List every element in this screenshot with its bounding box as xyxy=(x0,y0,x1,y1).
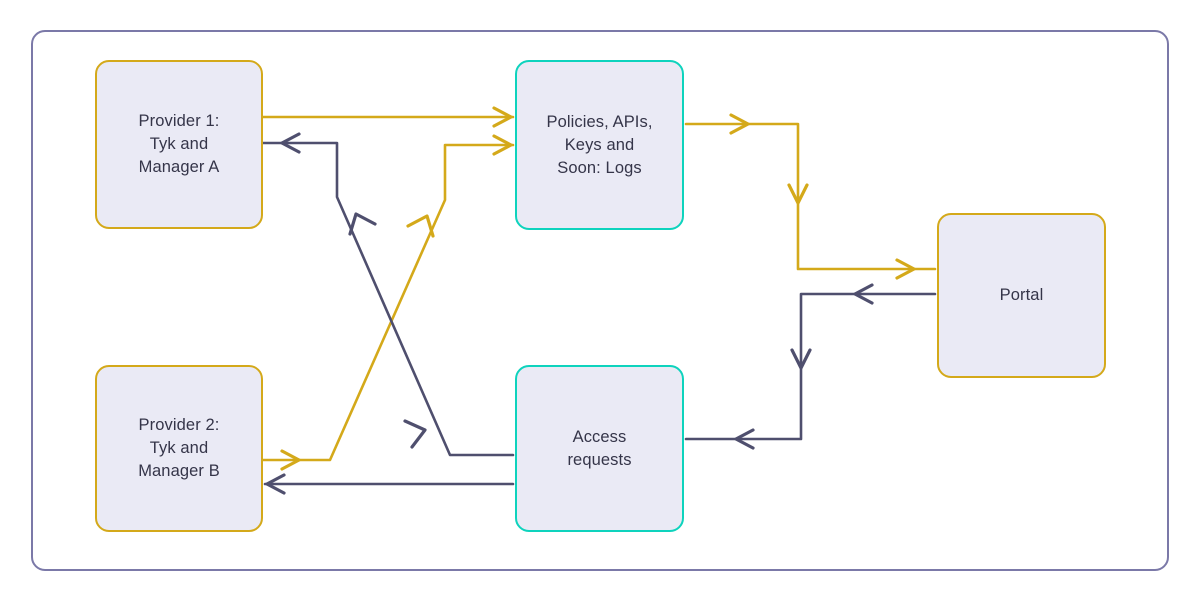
node-access-requests[interactable]: Access requests xyxy=(515,365,684,532)
edge-provider2-to-policies xyxy=(261,134,515,471)
edge-portal-to-access-requests xyxy=(684,283,937,450)
node-policies-apis-keys-logs[interactable]: Policies, APIs, Keys and Soon: Logs xyxy=(515,60,684,230)
edge-policies-to-portal xyxy=(684,113,937,280)
edge-provider1-to-policies xyxy=(261,106,515,128)
node-portal[interactable]: Portal xyxy=(937,213,1106,378)
node-portal-label: Portal xyxy=(999,286,1044,304)
edge-access-requests-to-provider1 xyxy=(261,132,515,457)
node-provider-1[interactable]: Provider 1: Tyk and Manager A xyxy=(95,60,263,229)
node-provider-2[interactable]: Provider 2: Tyk and Manager B xyxy=(95,365,263,532)
diagram-container-frame xyxy=(31,30,1169,571)
node-provider-1-label: Provider 1: Tyk and Manager A xyxy=(138,112,220,176)
edge-access-requests-to-provider2 xyxy=(263,473,515,495)
node-policies-apis-keys-logs-label: Policies, APIs, Keys and Soon: Logs xyxy=(546,112,653,177)
node-provider-2-label: Provider 2: Tyk and Manager B xyxy=(138,416,220,480)
node-access-requests-label: Access requests xyxy=(567,427,632,469)
